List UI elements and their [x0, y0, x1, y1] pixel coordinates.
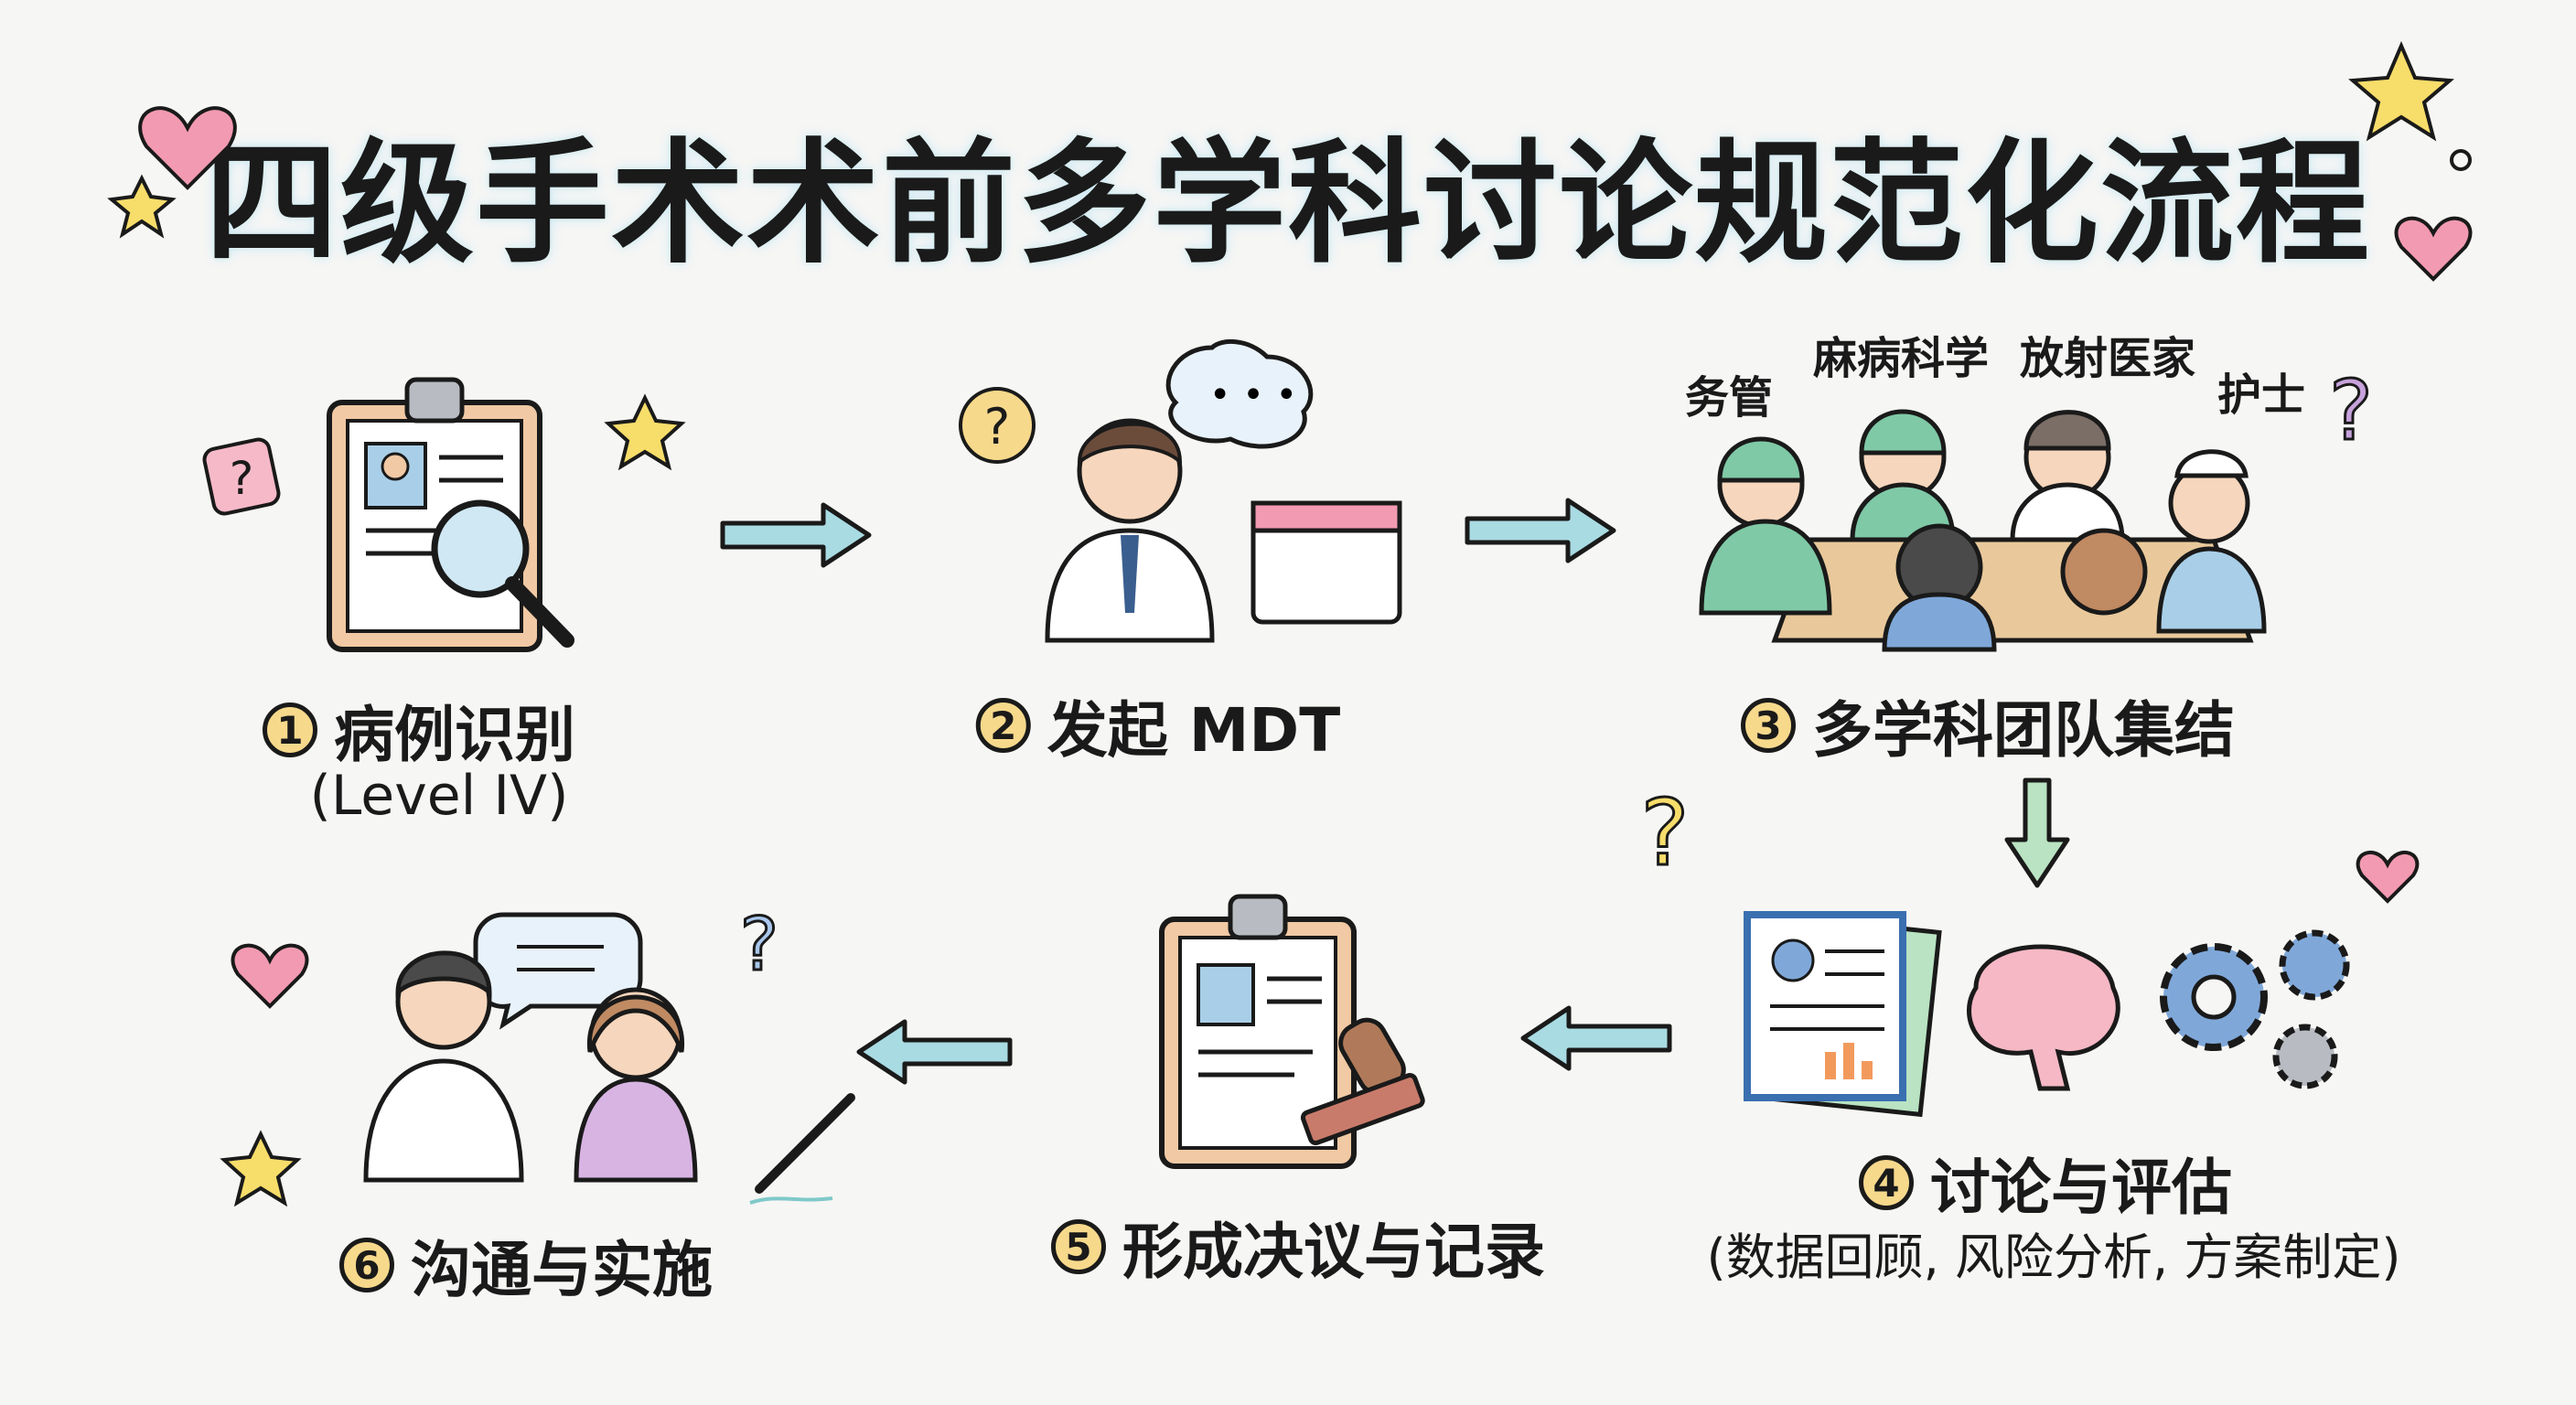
heart-icon [138, 106, 237, 190]
step-1-label: 1 病例识别 [263, 686, 575, 774]
step-5-label: 5 形成决议与记录 [1051, 1203, 1545, 1291]
step-4-sub: (数据回顾, 风险分析, 方案制定) [1706, 1228, 2401, 1286]
step-6-label: 6 沟通与实施 [339, 1221, 713, 1309]
step-3-label: 3 多学科团队集结 [1741, 681, 2235, 769]
role-label: 务管 [1684, 372, 1774, 424]
clipboard-magnifier-icon [327, 377, 574, 652]
question-icon: ? ? ? ? ? [202, 362, 2374, 989]
step-1-sub: (Level IV) [309, 764, 569, 828]
role-label: 护士 [2216, 370, 2306, 421]
step-title: 发起 MDT [1046, 695, 1341, 766]
arrow-left-icon [856, 1019, 1013, 1085]
step-number-badge: 5 [1051, 1219, 1106, 1274]
heart-icon [2394, 216, 2473, 282]
arrow-right-icon [720, 502, 872, 568]
clipboard-stamp-icon [1159, 894, 1425, 1169]
doctor-calendar-icon: • • • [1045, 338, 1402, 643]
step-number-badge: 2 [975, 698, 1031, 753]
role-label: 麻病科学 [1812, 333, 1990, 384]
step-number-badge: 4 [1859, 1155, 1914, 1210]
step-2-label: 2 发起 MDT [975, 681, 1341, 769]
arrow-right-icon [1465, 498, 1616, 563]
report-brain-gears-icon [1744, 911, 2350, 1118]
step-4-label: 4 讨论与评估 [1859, 1139, 2232, 1227]
step-number-badge: 6 [339, 1238, 394, 1292]
svg-text:?: ? [1640, 779, 1689, 886]
step-title: 病例识别 [334, 700, 575, 770]
svg-text:?: ? [230, 452, 254, 505]
role-label: 放射医家 [2019, 333, 2196, 384]
svg-text:• • •: • • • [1209, 374, 1297, 416]
svg-text:?: ? [2329, 363, 2373, 459]
step-title: 讨论与评估 [1930, 1153, 2232, 1223]
arrow-left-icon [1520, 1005, 1672, 1071]
svg-text:?: ? [740, 902, 778, 987]
step-number-badge: 1 [263, 702, 317, 757]
doctor-patient-talk-icon [363, 912, 855, 1205]
svg-text:?: ? [984, 398, 1011, 456]
arrow-down-icon [2004, 778, 2070, 888]
dot-icon [2450, 149, 2472, 171]
step-title: 形成决议与记录 [1122, 1217, 1545, 1287]
step-title: 多学科团队集结 [1812, 695, 2235, 766]
page-title: 四级手术术前多学科讨论规范化流程 [205, 126, 2371, 282]
step-number-badge: 3 [1741, 698, 1796, 753]
heart-icon [2356, 850, 2420, 904]
heart-icon [231, 943, 309, 1009]
step-title: 沟通与实施 [411, 1235, 713, 1305]
star-icon [107, 40, 2454, 1207]
team-meeting-icon [1699, 409, 2267, 652]
